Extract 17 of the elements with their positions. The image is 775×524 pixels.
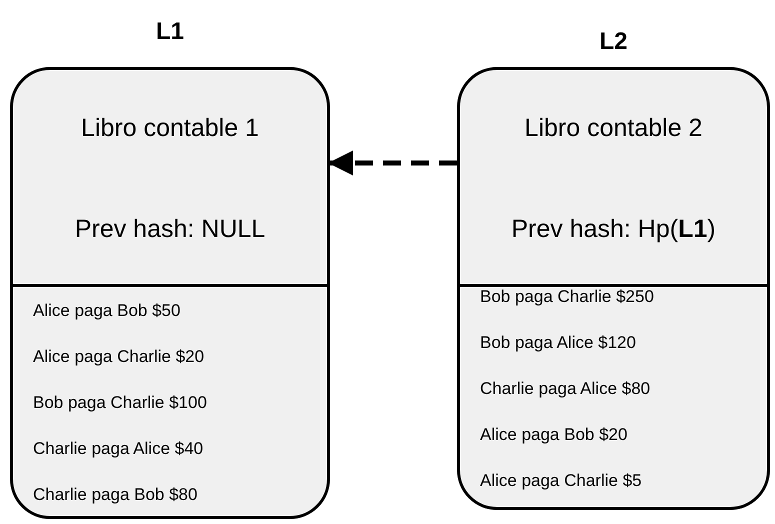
prev-hash-text: Prev hash: Hp(L1)	[511, 215, 716, 244]
dashed-arrow	[328, 150, 457, 176]
ledger-label: L1	[156, 18, 184, 46]
transaction-text: Bob paga Alice $120	[480, 333, 637, 354]
transaction-text: Bob paga Charlie $250	[480, 287, 655, 308]
transaction-text: Alice paga Charlie $5	[480, 471, 643, 492]
prev-hash-text: Prev hash: NULL	[74, 215, 266, 244]
transaction-text: Charlie paga Alice $80	[480, 379, 652, 400]
transaction-text: Bob paga Charlie $100	[33, 393, 208, 414]
transaction-text: Alice paga Bob $20	[480, 425, 628, 446]
ledger-title: Libro contable 1	[81, 114, 259, 143]
ledger-title: Libro contable 2	[524, 114, 702, 143]
transaction-text: Charlie paga Alice $40	[33, 439, 204, 460]
ledger-label: L2	[599, 28, 628, 56]
transaction-text: Alice paga Charlie $20	[33, 347, 206, 368]
transaction-text: Alice paga Bob $50	[33, 301, 182, 322]
transaction-text: Charlie paga Bob $80	[33, 485, 198, 506]
